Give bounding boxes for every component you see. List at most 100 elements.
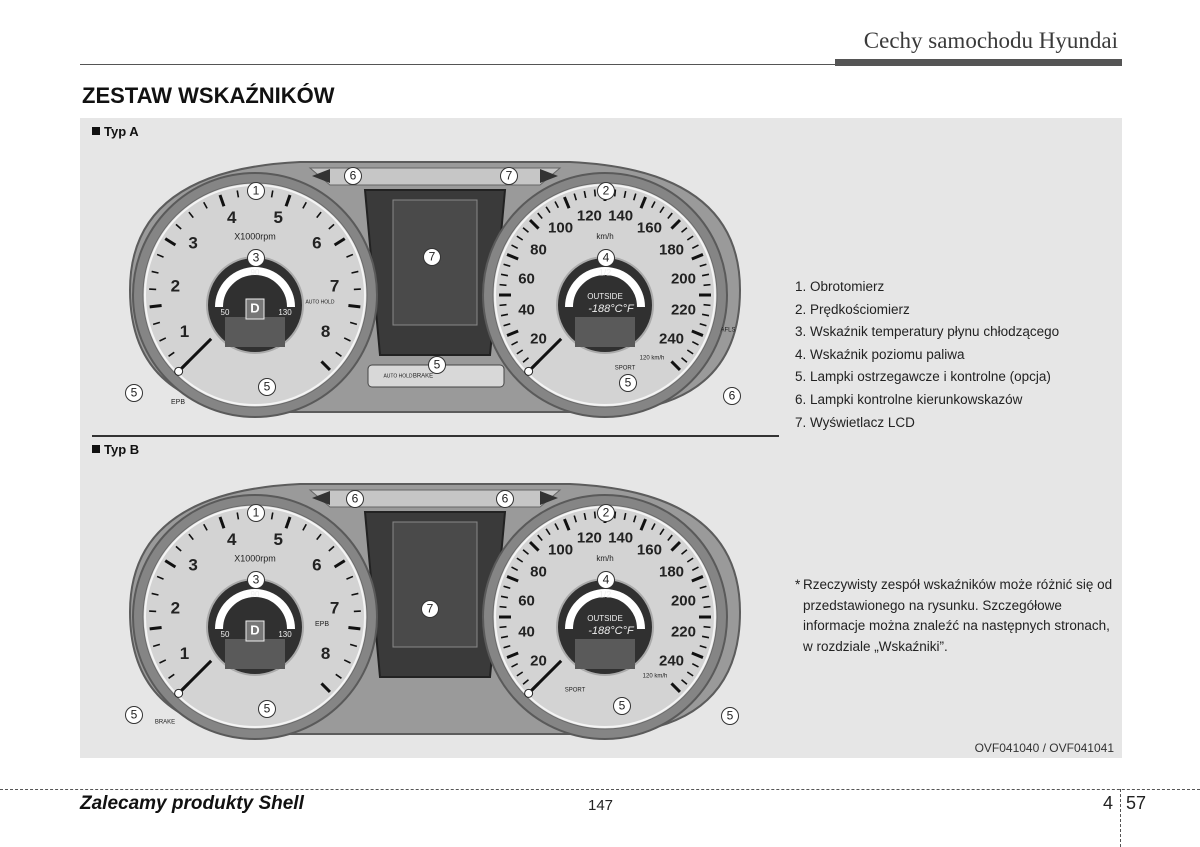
gauge-tick [522, 357, 529, 363]
gauge-tick [500, 273, 509, 277]
gauge-tick [699, 322, 707, 327]
gauge-tick [218, 516, 226, 529]
footer-chapter: 4 [1103, 793, 1114, 813]
legend-item: 5. Lampki ostrzegawcze i kontrolne (opcj… [795, 369, 1051, 385]
gauge-tick [506, 329, 519, 337]
gear-indicator-icon [245, 620, 265, 642]
gauge-tick [270, 512, 274, 520]
indicator-label: AUTO HOLD [305, 299, 334, 305]
speed-number: 120 [577, 208, 602, 225]
speed-number: 200 [671, 270, 696, 287]
gauge-tick [703, 283, 711, 287]
rpm-number: 3 [188, 556, 197, 575]
speed-number: 140 [608, 208, 633, 225]
gauge-tick [632, 515, 637, 523]
indicator-label: BRAKE [155, 720, 175, 726]
gauge-tick [149, 304, 162, 309]
gear-indicator-icon [245, 298, 265, 320]
gauge-tick [152, 643, 161, 648]
callout-number: 5 [264, 380, 271, 394]
speed-number: 80 [530, 564, 547, 581]
turn-left-icon [312, 169, 330, 183]
gauge-tick [623, 190, 627, 199]
gauge-tick [691, 340, 699, 346]
rpm-number: 4 [227, 208, 237, 227]
gauge-tick [573, 515, 578, 523]
gauge-tick [343, 337, 351, 342]
temp-label: 130 [278, 630, 292, 639]
callout-marker [423, 248, 441, 266]
bullet-square-icon [92, 127, 100, 135]
legend-item: 4. Wskaźnik poziomu paliwa [795, 346, 965, 362]
gauge-tick [328, 223, 335, 230]
gauge-tick [670, 540, 682, 552]
needle-tip [524, 366, 534, 376]
gauge-tick [351, 592, 359, 596]
gauge-tick [583, 190, 587, 199]
gauge-tick [650, 201, 656, 209]
bottom-lamp-label: AUTO HOLD [383, 373, 412, 379]
gauge-tick [593, 189, 597, 197]
gauge-tick [506, 651, 519, 659]
gauge-tick [503, 644, 511, 649]
callout-number: 5 [131, 708, 138, 722]
rpm-number: 5 [273, 208, 282, 227]
callout-marker [247, 249, 265, 267]
sub-gauge-arc [565, 589, 645, 630]
turn-right-icon [540, 169, 558, 183]
gauge-tick [691, 253, 704, 261]
gauge-tick [701, 313, 710, 317]
indicator-label: 120 km/h [640, 356, 665, 362]
gauge-tick [159, 337, 167, 342]
gauge-needle [177, 659, 213, 695]
callout-number: 5 [131, 386, 138, 400]
indicator-label: EPB [171, 399, 185, 406]
gauge-tick [522, 227, 529, 233]
gauge-tick [516, 349, 524, 355]
callout-marker [496, 490, 514, 508]
gauge-tick [499, 303, 507, 307]
gauge-tick [499, 283, 507, 287]
gauge-tick [156, 575, 164, 580]
callout-marker [597, 182, 615, 200]
legend-item: 2. Prędkościomierz [795, 301, 910, 317]
gauge-tick [681, 227, 688, 233]
gauge-tick [500, 595, 509, 599]
temp-label: 90 [251, 268, 260, 277]
callout-marker [247, 571, 265, 589]
footer-brand: Zalecamy produkty Shell [80, 793, 304, 814]
gauge-tick [699, 644, 707, 649]
callout-number: 6 [350, 169, 357, 183]
gauge-tick [681, 549, 688, 555]
gauge-tick [349, 321, 358, 326]
gauge-tick [270, 190, 274, 198]
gauge-tick [701, 273, 710, 277]
gauge-tick [691, 662, 699, 668]
gauge-tick [516, 671, 524, 677]
sub-gauge-window [225, 639, 285, 669]
speed-number: 60 [518, 270, 535, 287]
temp-label: 130 [278, 308, 292, 317]
gauge-tick [703, 605, 711, 609]
callout-marker [721, 707, 739, 725]
sub-gauge-arc [215, 267, 295, 308]
gauge-tick [639, 196, 647, 209]
gauge-tick [284, 194, 292, 207]
rpm-number: 2 [171, 277, 180, 296]
speed-number: 100 [548, 541, 573, 558]
callout-number: 2 [603, 184, 610, 198]
gauge-tick [632, 193, 637, 201]
gauge-tick [573, 193, 578, 201]
rpm-number: 7 [330, 599, 339, 618]
rpm-number: 4 [227, 530, 237, 549]
gauge-tick [168, 673, 175, 679]
gauge-tick [152, 321, 161, 326]
gauge-tick [236, 190, 240, 198]
speed-number: 20 [530, 652, 547, 669]
lcd-display [392, 521, 478, 648]
gauge-tick [302, 201, 307, 209]
gauge-tick [623, 512, 627, 521]
gauge-tick [686, 235, 694, 241]
needle-tip [174, 366, 184, 376]
gauge-tick [236, 512, 240, 520]
